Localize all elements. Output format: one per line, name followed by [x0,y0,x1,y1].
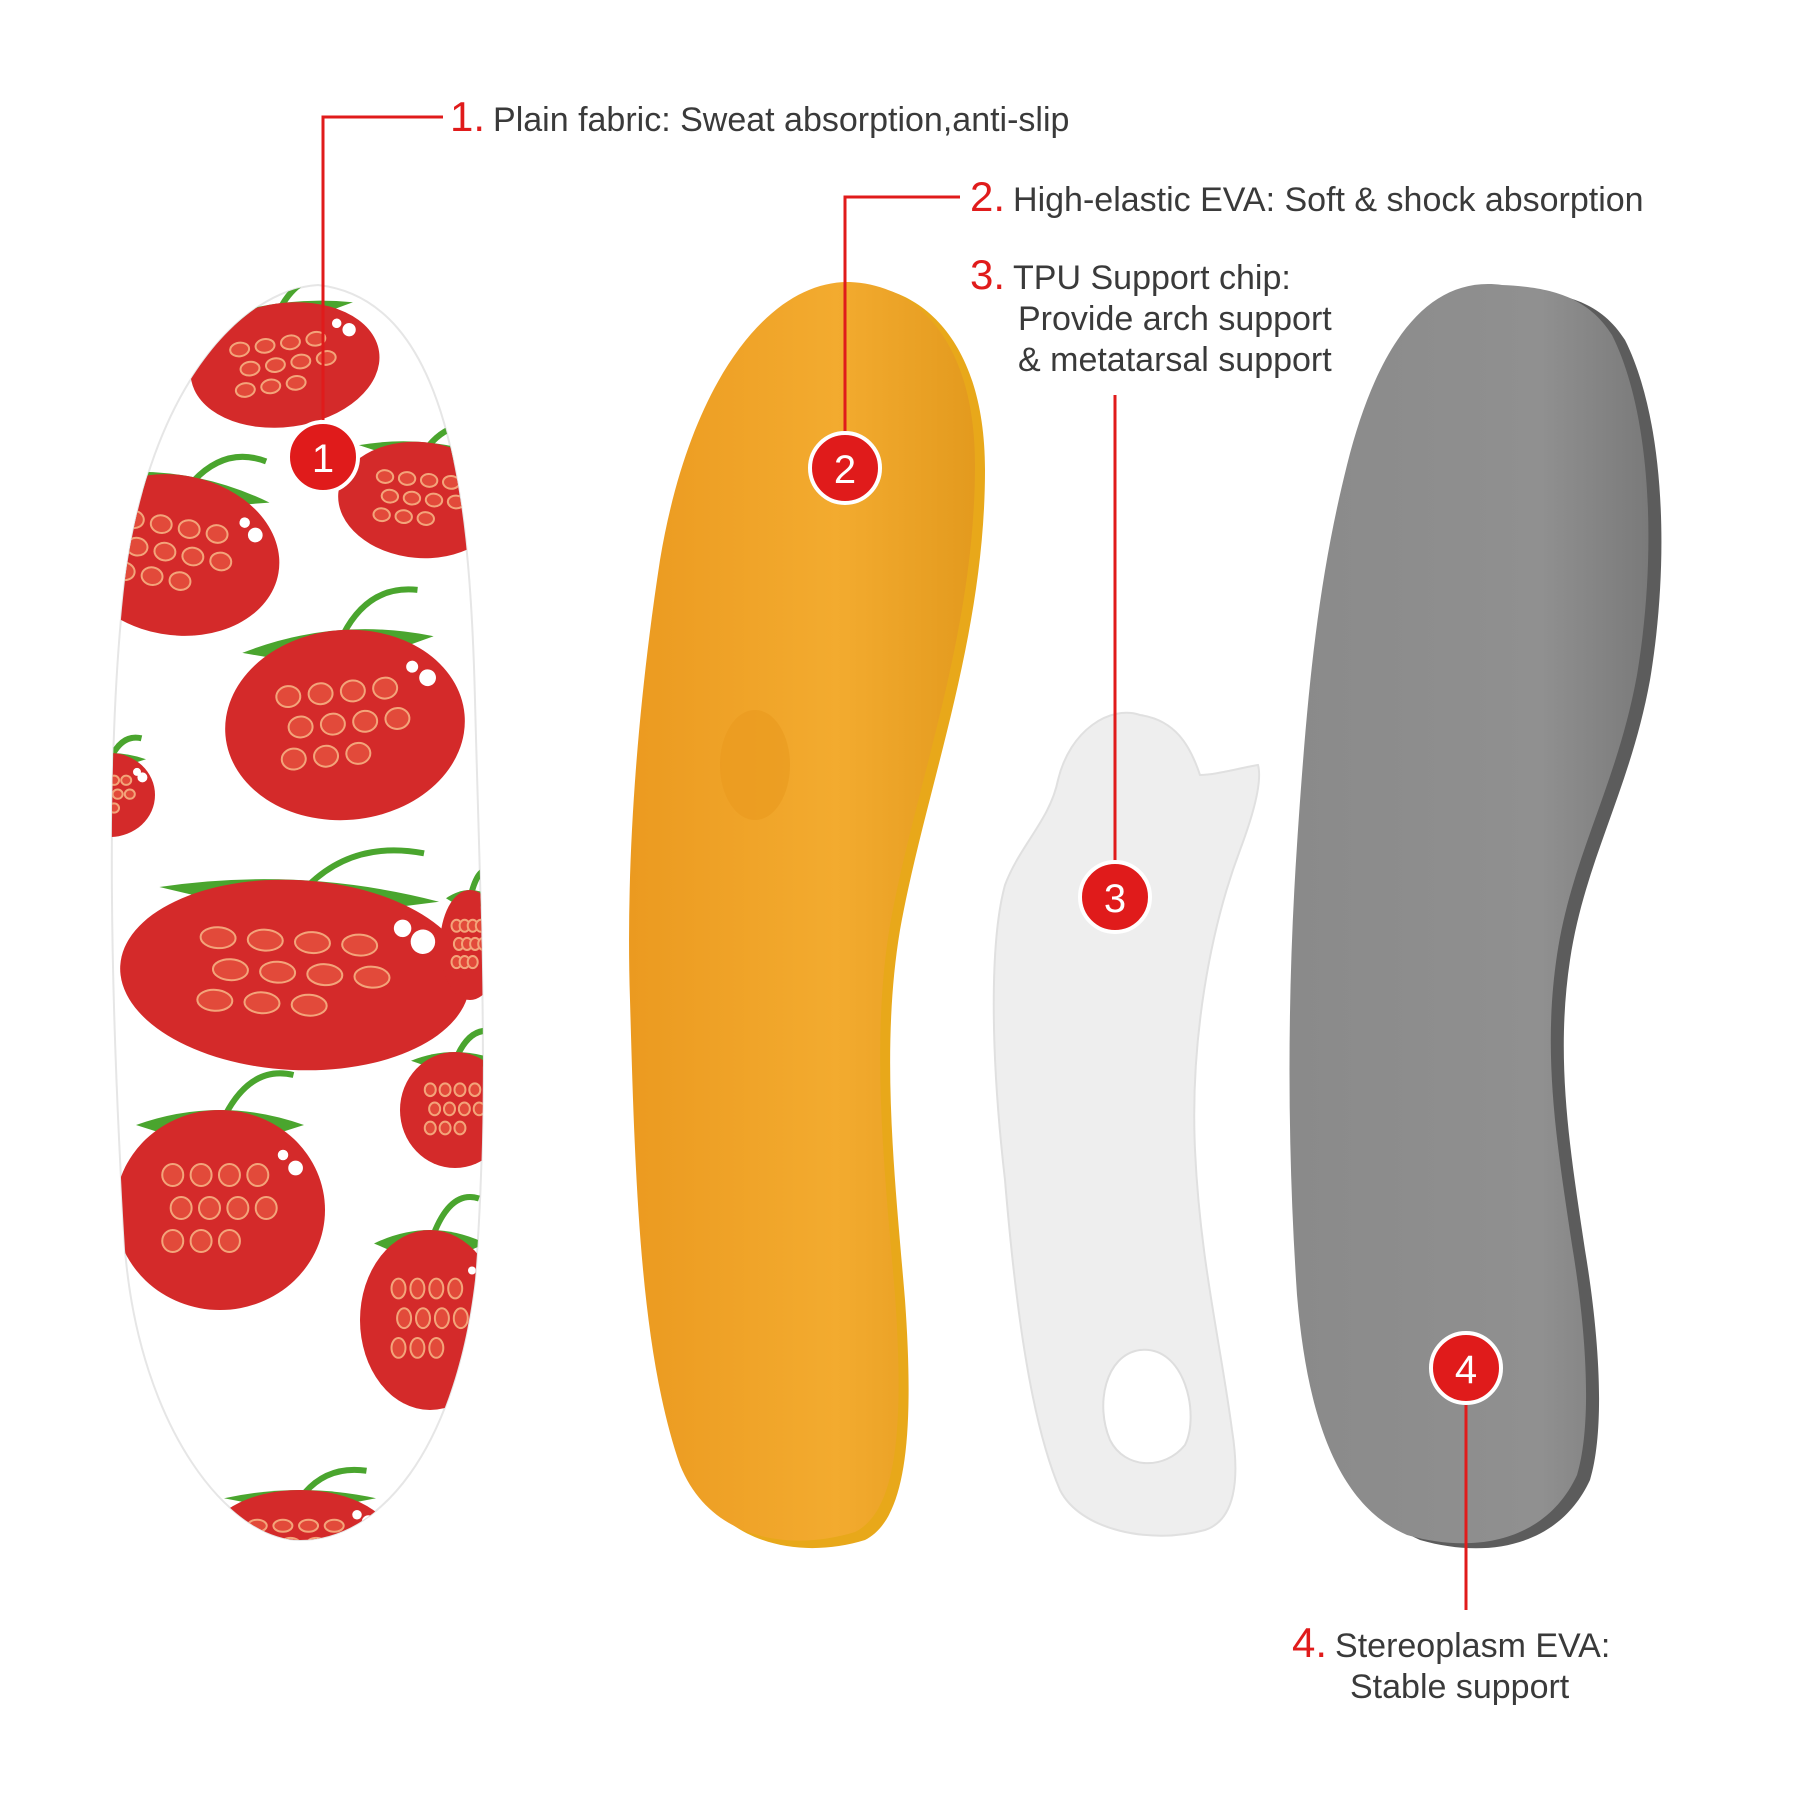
callout-4-label: 4.Stereoplasm EVA: Stable support [1292,1622,1610,1708]
leader-lines [321,115,1468,1610]
strawberry [205,1466,395,1540]
svg-text:3: 3 [1104,877,1126,921]
callout-4-number: 4. [1292,1619,1328,1666]
badge-2: 2 [808,431,882,505]
callout-3-number: 3. [970,251,1006,298]
badge-1: 1 [286,420,360,494]
badge-4: 4 [1429,1331,1503,1405]
leader-line-1 [321,115,443,440]
svg-text:4: 4 [1455,1348,1477,1392]
callout-4-text-line-1: Stereoplasm EVA: [1335,1627,1611,1665]
strawberry [111,1402,155,1500]
callout-2-number: 2. [970,173,1006,220]
strawberry [115,1070,325,1310]
svg-text:2: 2 [834,448,856,492]
badge-3: 3 [1078,860,1152,934]
leader-line-2 [843,195,960,465]
callout-1-number: 1. [450,93,486,140]
callout-3-label: 3.TPU Support chip: Provide arch support… [970,254,1332,381]
grey-eva-layer [1289,284,1662,1549]
strawberry [120,847,470,1071]
callout-2-label: 2.High-elastic EVA: Soft & shock absorpt… [970,176,1644,221]
orange-eva-layer [629,281,985,1549]
strawberry [111,734,155,837]
fabric-insole [110,283,484,1542]
strawberry [225,586,465,821]
callout-4-text-line-2: Stable support [1350,1668,1570,1706]
callout-3-text-line-1: TPU Support chip: [1013,259,1291,297]
tpu-support-chip [992,711,1261,1537]
callout-1-label: 1.Plain fabric: Sweat absorption,anti-sl… [450,96,1069,141]
strawberry [190,285,380,428]
callout-3-text-line-3: & metatarsal support [1018,341,1332,379]
callout-2-text: High-elastic EVA: Soft & shock absorptio… [1013,181,1644,219]
svg-text:1: 1 [312,437,334,481]
callout-1-text: Plain fabric: Sweat absorption,anti-slip [493,101,1070,139]
callout-3-text-line-2: Provide arch support [1018,300,1332,338]
